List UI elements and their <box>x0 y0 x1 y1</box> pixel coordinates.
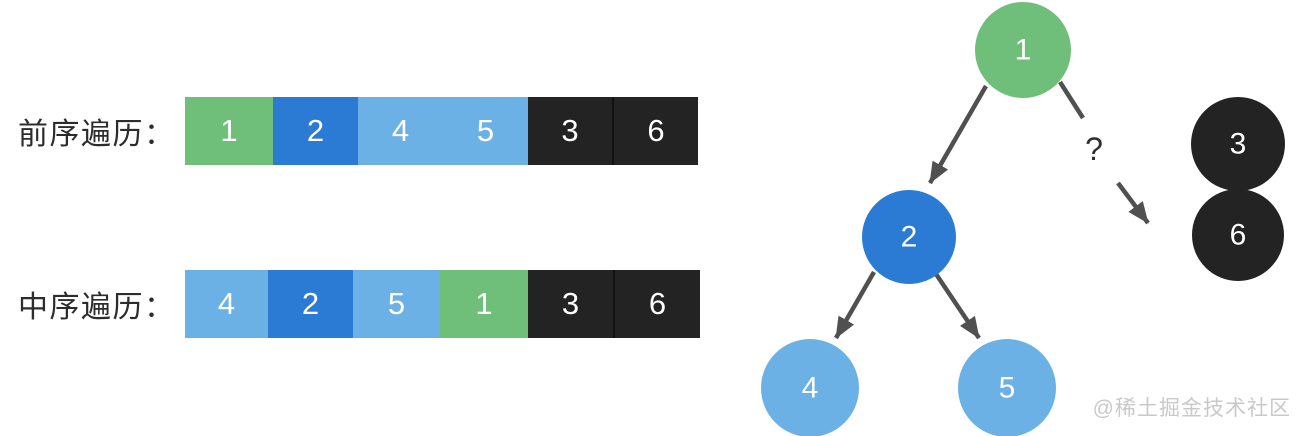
tree-nodes: 1 2 4 5 3 6? <box>761 2 1285 436</box>
tree-node-3 <box>1191 97 1285 191</box>
segment-value: 1 <box>220 113 238 148</box>
tree-node-4 <box>761 339 859 436</box>
edge-2-4 <box>834 270 876 340</box>
segment-value: 4 <box>391 113 410 148</box>
right-branch-upper <box>1058 80 1085 120</box>
segment-value: 5 <box>476 113 495 148</box>
tree-edges <box>834 80 1150 340</box>
tree-node-label-1: 1 <box>1015 34 1032 67</box>
traversal-segment-blue: 2 <box>273 97 358 165</box>
tree-node-label-3: 3 <box>1230 128 1247 161</box>
inorder-label: 中序遍历： <box>18 291 176 324</box>
tree-node-label-4: 4 <box>802 372 819 405</box>
segment-value: 2 <box>306 113 325 148</box>
watermark: @稀土掘金技术社区 <box>1092 397 1291 420</box>
tree-node-label-5: 5 <box>999 372 1016 405</box>
right-branch-lower <box>1116 181 1150 225</box>
segment-value: 5 <box>387 286 406 321</box>
tree-node-1 <box>975 2 1071 98</box>
segment-value: 1 <box>475 286 493 321</box>
segment-value: 6 <box>612 97 698 165</box>
segment-value: 3 <box>561 286 580 321</box>
preorder-label: 前序遍历： <box>18 118 176 151</box>
segment-value: 3 <box>561 113 579 148</box>
traversal-segment-light_blue: 5 <box>353 270 440 338</box>
segment-value: 6 <box>613 270 700 338</box>
traversal-segment-blue: 2 <box>268 270 353 338</box>
segment-value: 4 <box>217 286 236 321</box>
edge-2-5 <box>934 272 981 340</box>
tree-node-label-6: 6 <box>1230 219 1247 252</box>
traversal-segment-green: 1 <box>185 97 273 165</box>
tree-node-2 <box>862 190 956 284</box>
tree-node-6 <box>1192 189 1284 281</box>
question-mark: ? <box>1085 131 1103 167</box>
edge-1-2 <box>928 84 988 185</box>
traversal-segment-light_blue: 4 <box>185 270 268 338</box>
tree-node-5 <box>958 339 1056 436</box>
segment-value: 2 <box>301 286 320 321</box>
traversal-segment-green: 1 <box>440 270 528 338</box>
tree-node-label-2: 2 <box>901 221 918 254</box>
